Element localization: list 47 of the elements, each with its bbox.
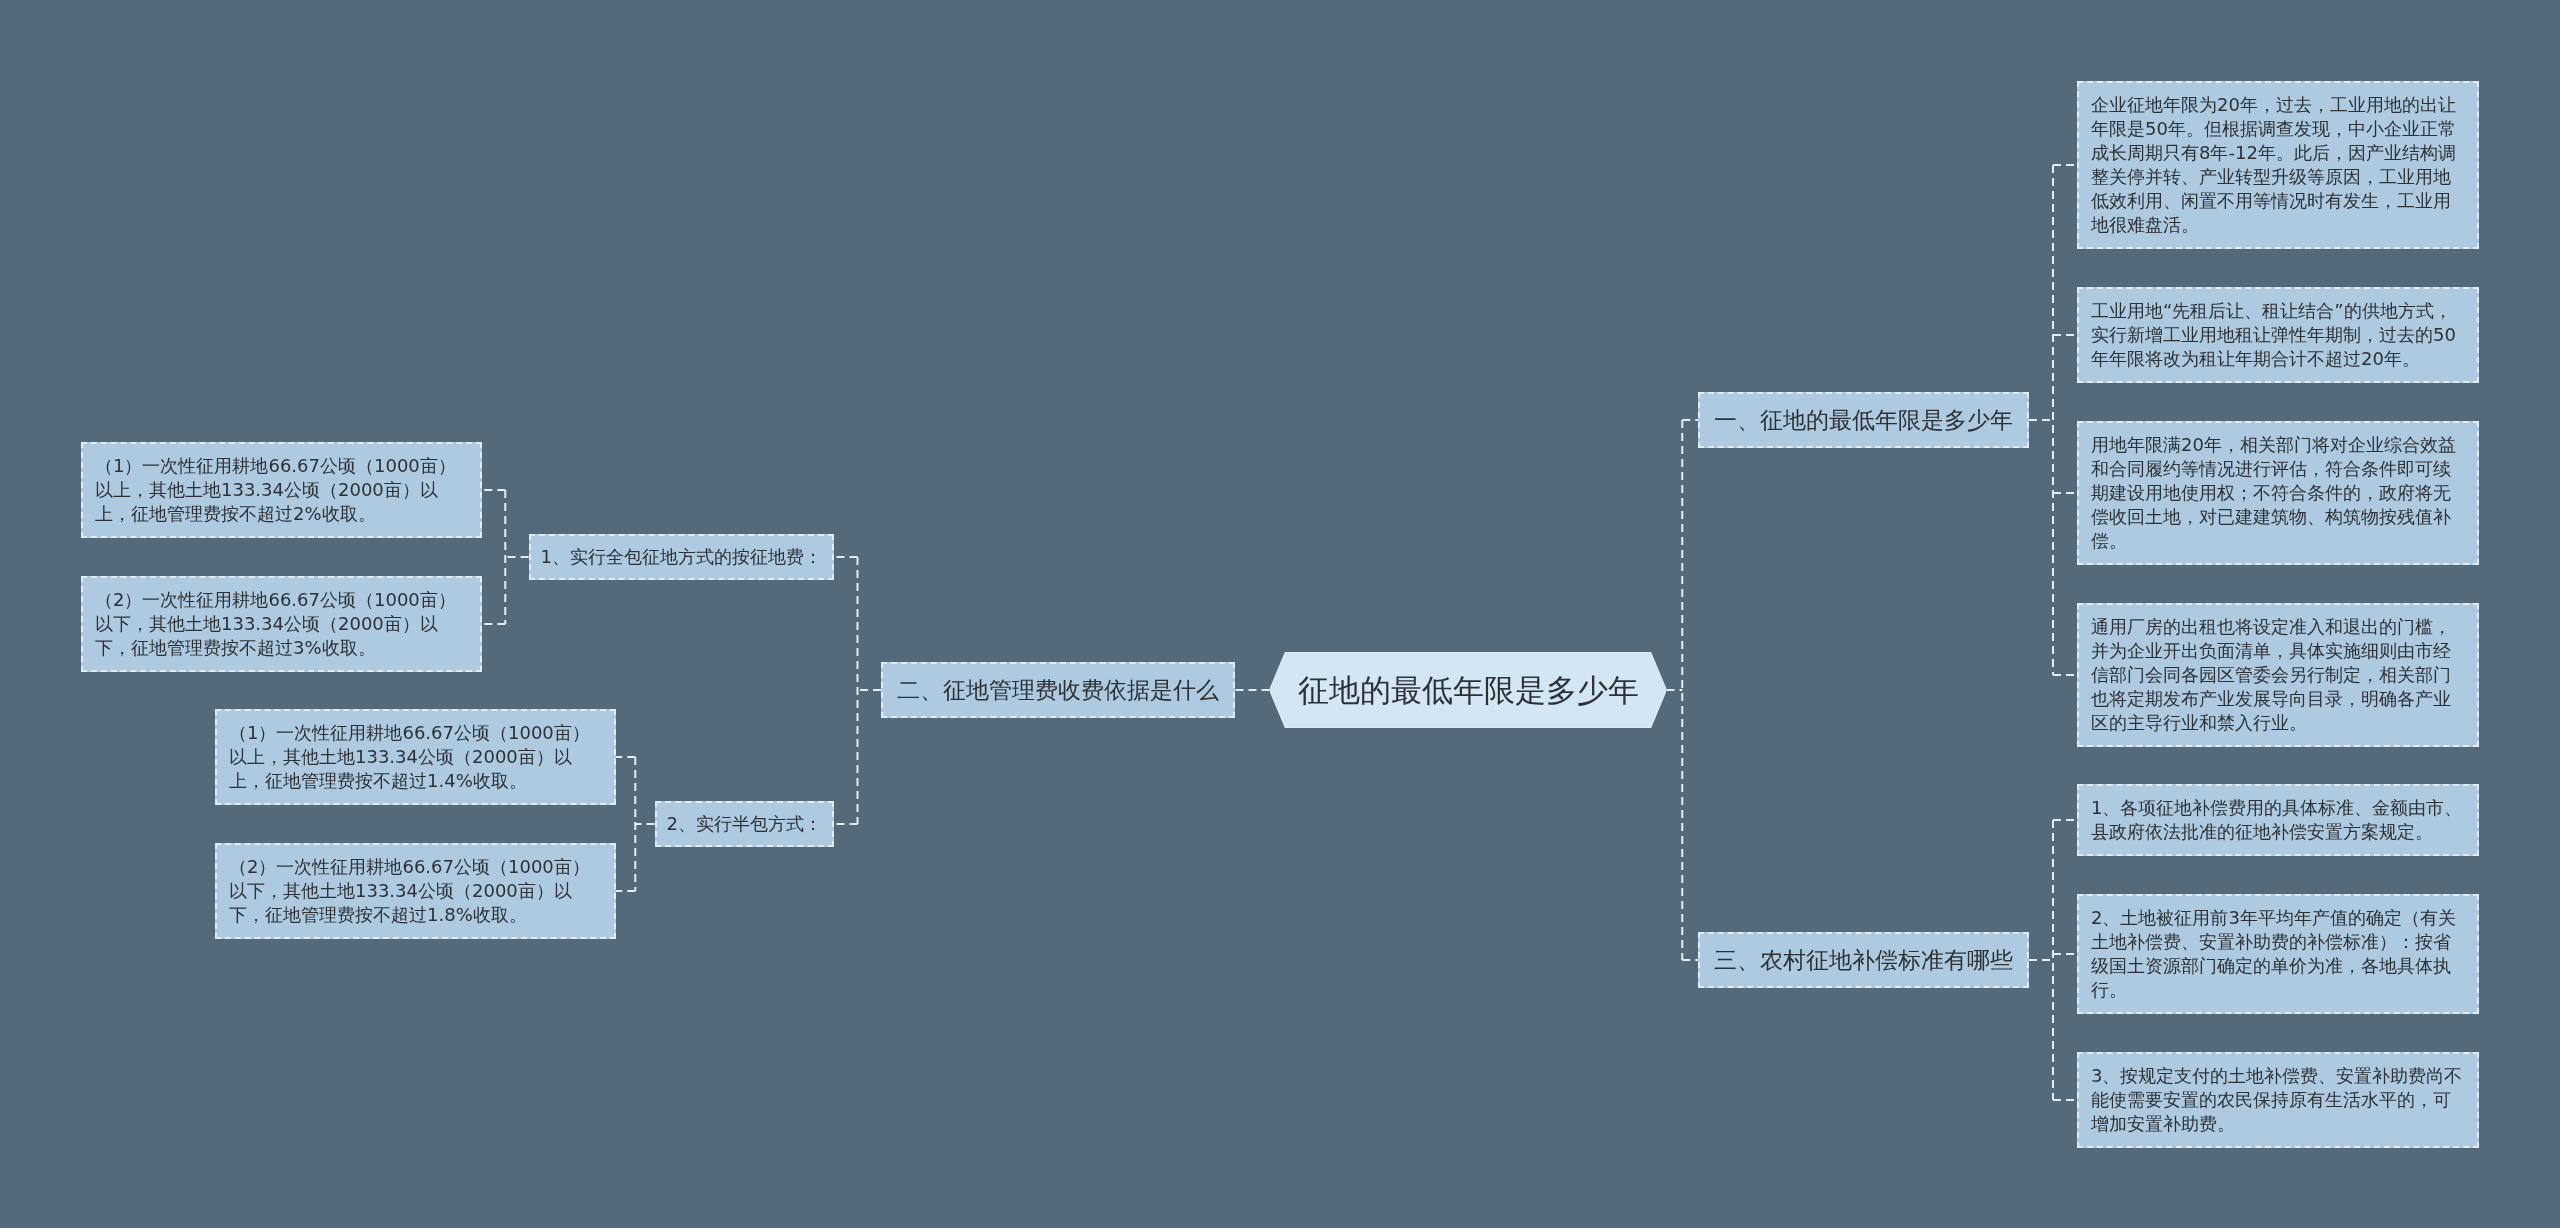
connector-line [481,489,507,491]
detail-note-text: （1）一次性征用耕地66.67公顷（1000亩）以上，其他土地133.34公顷（2000亩）以上，征地管理费按不超过1.4%收取。 [229,721,591,793]
branch-topic-text: 二、征地管理费收费依据是什么 [897,676,1219,705]
connector-line [2028,164,2054,676]
detail-note-text: （1）一次性征用耕地66.67公顷（1000亩）以上，其他土地133.34公顷（2000亩）以上，征地管理费按不超过2%收取。 [95,454,457,526]
central-topic-text: 征地的最低年限是多少年 [1297,671,1639,710]
branch-topic-card [1698,932,2029,988]
connector-line [1665,419,1684,961]
subtopic-text: 1、实行全包征地方式的按征地费： [540,545,822,569]
detail-note-text: （2）一次性征用耕地66.67公顷（1000亩）以下，其他土地133.34公顷（2000亩）以下，征地管理费按不超过1.8%收取。 [229,855,591,927]
detail-note-card [215,709,616,805]
detail-note-text: 工业用地“先租后让、租让结合”的供地方式，实行新增工业用地租让弹性年期制，过去的50年年限将改为租让年期合计不超过20年。 [2091,299,2457,371]
detail-note-text: 用地年限满20年，相关部门将对企业综合效益和合同履约等情况进行评估，符合条件即可续期建设用地使用权；不符合条件的，政府将无偿收回土地，对已建建筑物、构筑物按残值补偿。 [2091,433,2457,553]
connector-line [615,756,637,758]
connector-line [2028,819,2054,1101]
subtopic-card [528,534,834,580]
detail-note-card [2077,603,2479,747]
detail-note-card [2077,1052,2479,1148]
detail-note-card [2077,421,2479,565]
detail-note-text: 企业征地年限为20年，过去，工业用地的出让年限是50年。但根据调查发现，中小企业正常成长周期只有8年-12年。此后，因产业结构调整关停并转、产业转型升级等原因，工业用地低效利用、闲置不用等情况时有发生，工业用地很难盘活。 [2091,93,2457,237]
detail-note-text: 1、各项征地补偿费用的具体标准、金额由市、县政府依法批准的征地补偿安置方案规定。 [2091,796,2464,844]
detail-note-card [81,576,482,672]
branch-topic-text: 三、农村征地补偿标准有哪些 [1714,946,2013,975]
detail-note-card [2077,287,2479,383]
branch-topic-card [1698,392,2029,448]
detail-note-card [2077,784,2479,856]
branch-topic-card [881,662,1235,718]
connector-line [1234,689,1271,691]
detail-note-card [215,843,616,939]
detail-note-text: 2、土地被征用前3年平均年产值的确定（有关土地补偿费、安置补助费的补偿标准）：按省级国土资源部门确定的单价为准，各地具体执行。 [2091,906,2457,1002]
subtopic-card [654,801,834,847]
detail-note-text: 通用厂房的出租也将设定准入和退出的门槛，并为企业开出负面清单，具体实施细则由市经信部门会同各园区管委会另行制定，相关部门也将定期发布产业发展导向目录，明确各产业区的主导行业和禁入行业。 [2091,615,2452,735]
connector-line [615,890,637,892]
connector-line [481,623,507,625]
detail-note-card [2077,81,2479,249]
central-topic-hexagon [1269,652,1667,728]
subtopic-text: 2、实行半包方式： [666,812,822,836]
connector-line [1681,419,1699,421]
branch-topic-text: 一、征地的最低年限是多少年 [1714,406,2013,435]
detail-note-card [2077,894,2479,1014]
detail-note-text: （2）一次性征用耕地66.67公顷（1000亩）以下，其他土地133.34公顷（2000亩）以下，征地管理费按不超过3%收取。 [95,588,457,660]
connector-line [634,756,656,892]
connector-line [504,489,530,625]
connector-line [856,556,882,825]
detail-note-text: 3、按规定支付的土地补偿费、安置补助费尚不能使需要安置的农民保持原有生活水平的，可增加安置补助费。 [2091,1064,2464,1136]
detail-note-card [81,442,482,538]
connector-line [1681,959,1699,961]
